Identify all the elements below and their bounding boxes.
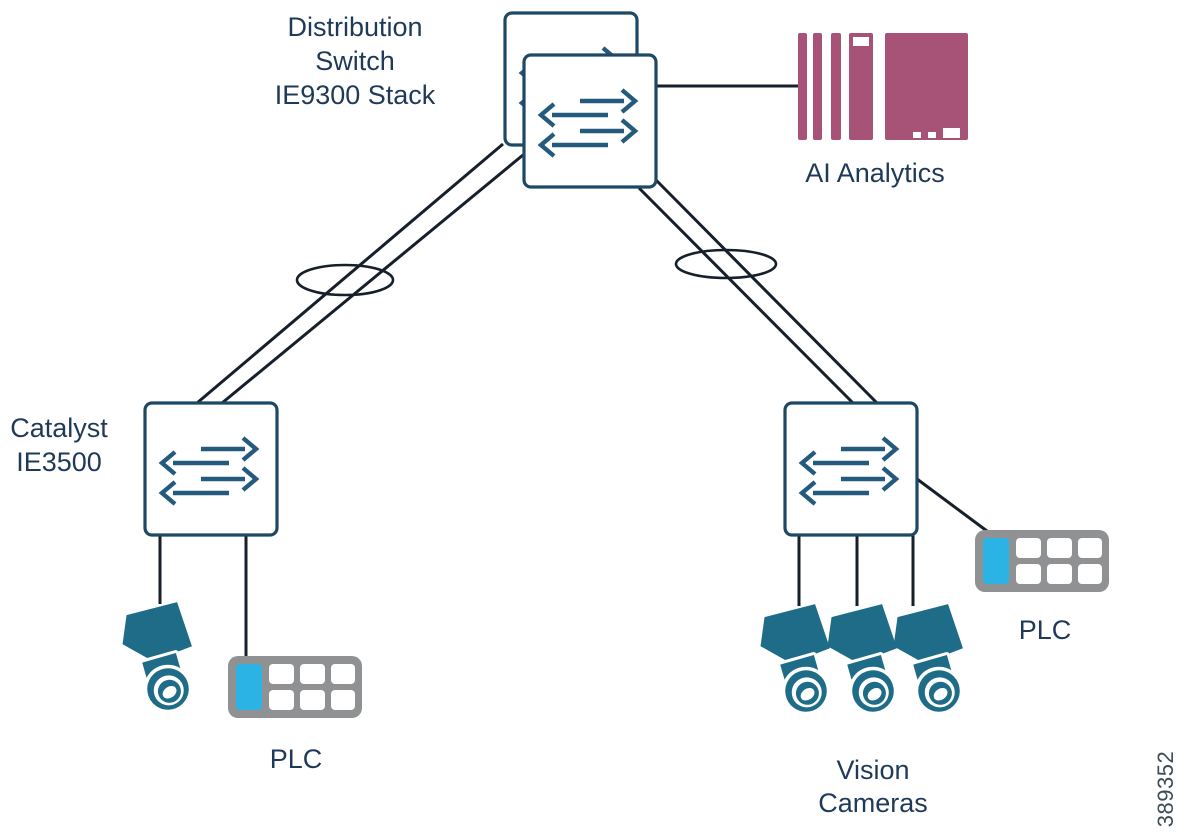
label-line: Distribution — [287, 12, 423, 42]
label-ai-analytics: AI Analytics — [805, 158, 945, 188]
link-distribution-to-left-switch-a — [196, 142, 504, 405]
ai-analytics-server-icon — [798, 33, 968, 140]
right-access-switch-icon — [785, 403, 917, 535]
right-plc-icon — [975, 530, 1109, 592]
vision-camera-1-icon — [753, 601, 843, 722]
link-distribution-to-left-switch-b — [221, 153, 524, 405]
catalyst-ie3500-switch-icon — [145, 403, 277, 535]
label-line: Cameras — [818, 788, 928, 818]
vision-camera-3-icon — [886, 601, 976, 722]
link-distribution-to-right-switch-a — [654, 178, 879, 405]
label-line: IE3500 — [16, 447, 102, 477]
label-line: IE9300 Stack — [274, 80, 436, 110]
label-plc-left: PLC — [269, 744, 323, 774]
link-distribution-to-right-switch-b — [637, 186, 855, 405]
etherchannel-oval-left — [295, 263, 395, 297]
vision-camera-2-icon — [820, 601, 910, 722]
document-number: 389352 — [1153, 750, 1178, 828]
left-camera-icon — [115, 599, 205, 720]
label-distribution-switch: Distribution Switch IE9300 Stack — [275, 10, 436, 112]
link-right-switch-to-plc — [916, 477, 992, 536]
label-line: Catalyst — [10, 413, 108, 443]
label-vision-cameras: Vision Cameras — [818, 754, 928, 820]
label-line: Switch — [315, 46, 395, 76]
label-line: Vision — [836, 755, 910, 785]
label-plc-right: PLC — [1018, 615, 1072, 645]
etherchannel-oval-right — [674, 248, 778, 280]
label-catalyst-ie3500: Catalyst IE3500 — [10, 411, 108, 479]
left-plc-icon — [228, 656, 362, 718]
distribution-switch-front-icon — [524, 55, 656, 187]
link-lines — [158, 84, 992, 658]
